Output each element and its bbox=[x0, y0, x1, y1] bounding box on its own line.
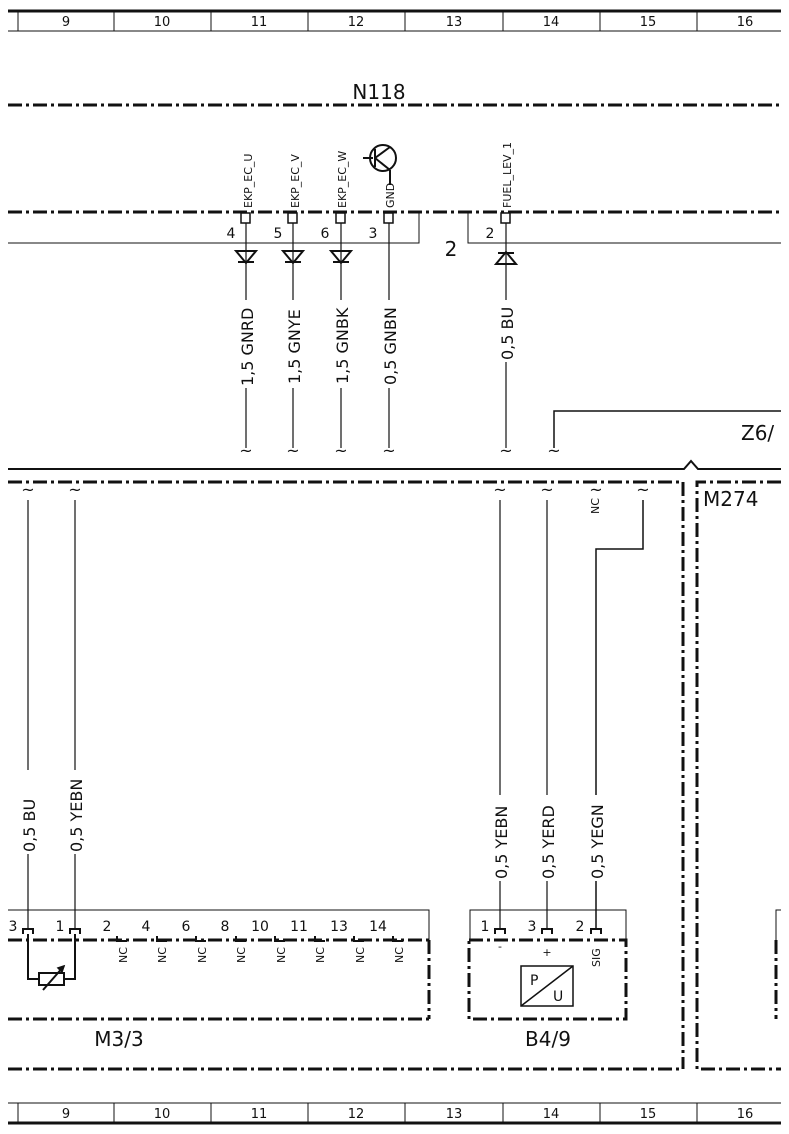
signal-label: EKP_EC_V bbox=[289, 154, 302, 208]
wire-label-yerd: 0,5 YERD bbox=[539, 805, 558, 879]
pin-number: 10 bbox=[251, 919, 269, 935]
variable-resistor-icon bbox=[27, 934, 76, 991]
nc-label: NC bbox=[117, 947, 130, 963]
grid-col-10: 10 bbox=[154, 15, 171, 30]
wire-break: ~ bbox=[21, 480, 34, 499]
m274-label: M274 bbox=[703, 487, 758, 511]
grid-col-9: 9 bbox=[62, 15, 70, 30]
pin-number: 1 bbox=[56, 919, 65, 935]
nc-label: NC bbox=[589, 498, 602, 514]
pin-number: 2 bbox=[486, 226, 495, 242]
grid-col-9: 9 bbox=[62, 1107, 70, 1122]
pin-number: 6 bbox=[321, 226, 330, 242]
wire-label: 1,5 GNRD bbox=[238, 308, 257, 386]
partial-connector-right bbox=[774, 909, 781, 1019]
n118-pin-ekp-ec-u: EKP_EC_U 4 1,5 GNRD ~ bbox=[227, 154, 259, 460]
wire-label: 1,5 GNBK bbox=[333, 307, 352, 384]
pin-number: 6 bbox=[182, 919, 191, 935]
wire-label: 0,5 BU bbox=[498, 307, 517, 360]
nc-label: NC bbox=[156, 947, 169, 963]
wire-label-yebn: 0,5 YEBN bbox=[492, 806, 511, 879]
grid-col-16: 16 bbox=[737, 1107, 754, 1122]
component-m274: M274 ~ ~ ~ ~ ~ ~ NC bbox=[8, 480, 781, 1071]
n118-connector-number: 2 bbox=[445, 237, 458, 261]
pin-number: 4 bbox=[142, 919, 151, 935]
grid-col-11: 11 bbox=[251, 1107, 268, 1122]
grid-col-12: 12 bbox=[348, 1107, 365, 1122]
component-m3-3: 0,5 BU 0,5 YEBN 3 1 2 4 6 8 10 11 13 14 bbox=[8, 500, 431, 1051]
nc-label: NC bbox=[354, 947, 367, 963]
component-b4-9: 0,5 YEBN 0,5 YERD 0,5 YEGN 1 3 2 - + SIG… bbox=[467, 500, 644, 1051]
component-n118: N118 2 bbox=[8, 80, 781, 261]
pin-signal: + bbox=[542, 946, 551, 959]
nc-label: NC bbox=[235, 947, 248, 963]
sensor-p-label: P bbox=[530, 973, 538, 989]
signal-label: FUEL_LEV_1 bbox=[501, 142, 514, 208]
sensor-u-label: U bbox=[553, 989, 563, 1005]
m3-3-label: M3/3 bbox=[94, 1027, 143, 1051]
signal-label: GND bbox=[384, 183, 397, 208]
grid-col-14: 14 bbox=[543, 15, 560, 30]
n118-label: N118 bbox=[352, 80, 405, 104]
grid-col-14: 14 bbox=[543, 1107, 560, 1122]
wire-break: ~ bbox=[239, 441, 252, 460]
n118-pin-fuel-lev-1: FUEL_LEV_1 2 0,5 BU ~ bbox=[486, 142, 519, 460]
section-separator bbox=[8, 459, 781, 470]
nc-label: NC bbox=[314, 947, 327, 963]
nc-label: NC bbox=[196, 947, 209, 963]
pin-signal: - bbox=[498, 940, 502, 953]
n118-pin-ekp-ec-v: EKP_EC_V 5 1,5 GNYE ~ bbox=[274, 154, 306, 460]
wire-break: ~ bbox=[589, 480, 602, 499]
pin-number: 13 bbox=[330, 919, 348, 935]
pin-number: 3 bbox=[369, 226, 378, 242]
n118-pin-gnd: GND 3 0,5 GNBN ~ bbox=[369, 183, 400, 460]
grid-col-11: 11 bbox=[251, 15, 268, 30]
grid-col-13: 13 bbox=[446, 15, 463, 30]
z6-label: Z6/ bbox=[741, 421, 774, 445]
wire-break: ~ bbox=[68, 480, 81, 499]
pin-number: 4 bbox=[227, 226, 236, 242]
nc-label: NC bbox=[393, 947, 406, 963]
pin-signal: SIG bbox=[590, 948, 603, 967]
pin-number: 2 bbox=[576, 919, 585, 935]
wire-break: ~ bbox=[636, 480, 649, 499]
b4-9-label: B4/9 bbox=[525, 1027, 571, 1051]
wire-break: ~ bbox=[382, 441, 395, 460]
wire-break: ~ bbox=[540, 480, 553, 499]
top-grid-ruler: 9 10 11 12 13 14 15 16 bbox=[8, 9, 781, 32]
signal-label: EKP_EC_U bbox=[242, 154, 255, 208]
grid-col-13: 13 bbox=[446, 1107, 463, 1122]
pin-number: 3 bbox=[528, 919, 537, 935]
bottom-grid-ruler: 9 10 11 12 13 14 15 16 bbox=[8, 1102, 781, 1125]
wire-label-bu: 0,5 BU bbox=[20, 799, 39, 852]
wire-break: ~ bbox=[286, 441, 299, 460]
pin-number: 8 bbox=[221, 919, 230, 935]
wire-label: 1,5 GNYE bbox=[285, 309, 304, 384]
wire-break: ~ bbox=[334, 441, 347, 460]
n118-pin-ekp-ec-w: EKP_EC_W 6 1,5 GNBK ~ bbox=[321, 151, 354, 460]
pin-number: 3 bbox=[9, 919, 18, 935]
ground-symbol-icon bbox=[363, 144, 397, 185]
grid-col-12: 12 bbox=[348, 15, 365, 30]
signal-label: EKP_EC_W bbox=[336, 151, 349, 208]
component-z6: ~ Z6/ bbox=[547, 410, 781, 460]
wire-break: ~ bbox=[493, 480, 506, 499]
pin-number: 2 bbox=[103, 919, 112, 935]
wire-label-yebn: 0,5 YEBN bbox=[67, 779, 86, 852]
pin-number: 1 bbox=[481, 919, 490, 935]
pin-number: 11 bbox=[290, 919, 308, 935]
grid-col-15: 15 bbox=[640, 1107, 657, 1122]
wire-label-yegn: 0,5 YEGN bbox=[588, 804, 607, 879]
pin-number: 14 bbox=[369, 919, 387, 935]
wire-label: 0,5 GNBN bbox=[381, 307, 400, 385]
grid-col-15: 15 bbox=[640, 15, 657, 30]
grid-col-10: 10 bbox=[154, 1107, 171, 1122]
nc-label: NC bbox=[275, 947, 288, 963]
pin-number: 5 bbox=[274, 226, 283, 242]
pressure-sensor-icon: P U bbox=[520, 965, 574, 1007]
wire-break: ~ bbox=[499, 441, 512, 460]
wire-break: ~ bbox=[547, 441, 560, 460]
grid-col-16: 16 bbox=[737, 15, 754, 30]
